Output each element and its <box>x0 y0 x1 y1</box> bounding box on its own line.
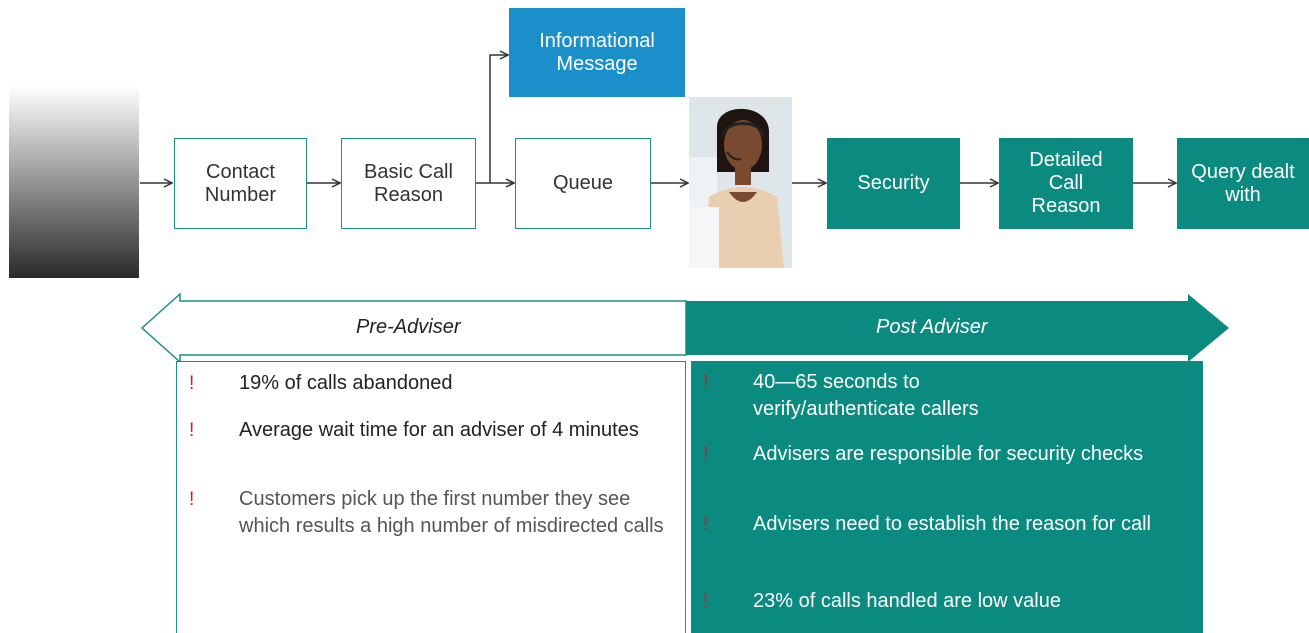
alert-bullet-icon: ! <box>703 591 709 612</box>
query-dealt-with-label: Query dealt with <box>1191 160 1295 206</box>
alert-bullet-icon: ! <box>703 372 709 393</box>
post-adviser-arrow <box>686 294 1229 362</box>
alert-bullet-icon: ! <box>189 489 195 510</box>
arrow-to-info-message <box>489 55 508 183</box>
post-issue-text: Advisers need to establish the reason fo… <box>753 513 1151 535</box>
security-box: Security <box>827 138 960 229</box>
pre-adviser-panel: ! 19% of calls abandoned ! Average wait … <box>176 361 686 633</box>
queue-label: Queue <box>552 172 614 194</box>
basic-call-reason-box: Basic Call Reason <box>341 138 476 229</box>
alert-bullet-icon: ! <box>703 444 709 465</box>
security-label: Security <box>857 172 930 194</box>
alert-bullet-icon: ! <box>189 373 195 394</box>
post-adviser-label: Post Adviser <box>876 316 988 338</box>
informational-message-label: Informational Message <box>539 29 655 75</box>
pre-issue-text: Average wait time for an adviser of 4 mi… <box>239 419 639 441</box>
pre-adviser-arrow <box>140 292 687 364</box>
query-dealt-with-box: Query dealt with <box>1177 138 1309 229</box>
pre-issue-text: Customers pick up the first number they … <box>239 488 664 537</box>
post-issue-text: 23% of calls handled are low value <box>753 590 1061 612</box>
alert-bullet-icon: ! <box>703 514 709 535</box>
basic-call-reason-label: Basic Call Reason <box>364 160 453 206</box>
informational-message-box: Informational Message <box>509 8 685 97</box>
post-adviser-panel: ! 40—65 seconds to verify/authenticate c… <box>691 361 1203 633</box>
detailed-call-reason-label: Detailed Call Reason <box>1029 149 1103 217</box>
flow-arrows <box>140 0 1309 300</box>
post-issue-text: Advisers are responsible for security ch… <box>753 443 1144 465</box>
headset-adviser-icon <box>689 97 792 268</box>
contact-number-box: Contact Number <box>174 138 307 229</box>
detailed-call-reason-box: Detailed Call Reason <box>999 138 1133 229</box>
queue-box: Queue <box>515 138 651 229</box>
phase-arrow <box>140 292 1229 364</box>
alert-bullet-icon: ! <box>189 420 195 441</box>
pre-adviser-label: Pre-Adviser <box>356 316 461 338</box>
contact-number-label: Contact Number <box>204 160 277 206</box>
adviser-photo <box>689 97 792 268</box>
caller-gradient-block <box>9 86 139 278</box>
post-issue-text: 40—65 seconds to verify/authenticate cal… <box>753 371 979 420</box>
pre-issue-text: 19% of calls abandoned <box>239 372 453 394</box>
